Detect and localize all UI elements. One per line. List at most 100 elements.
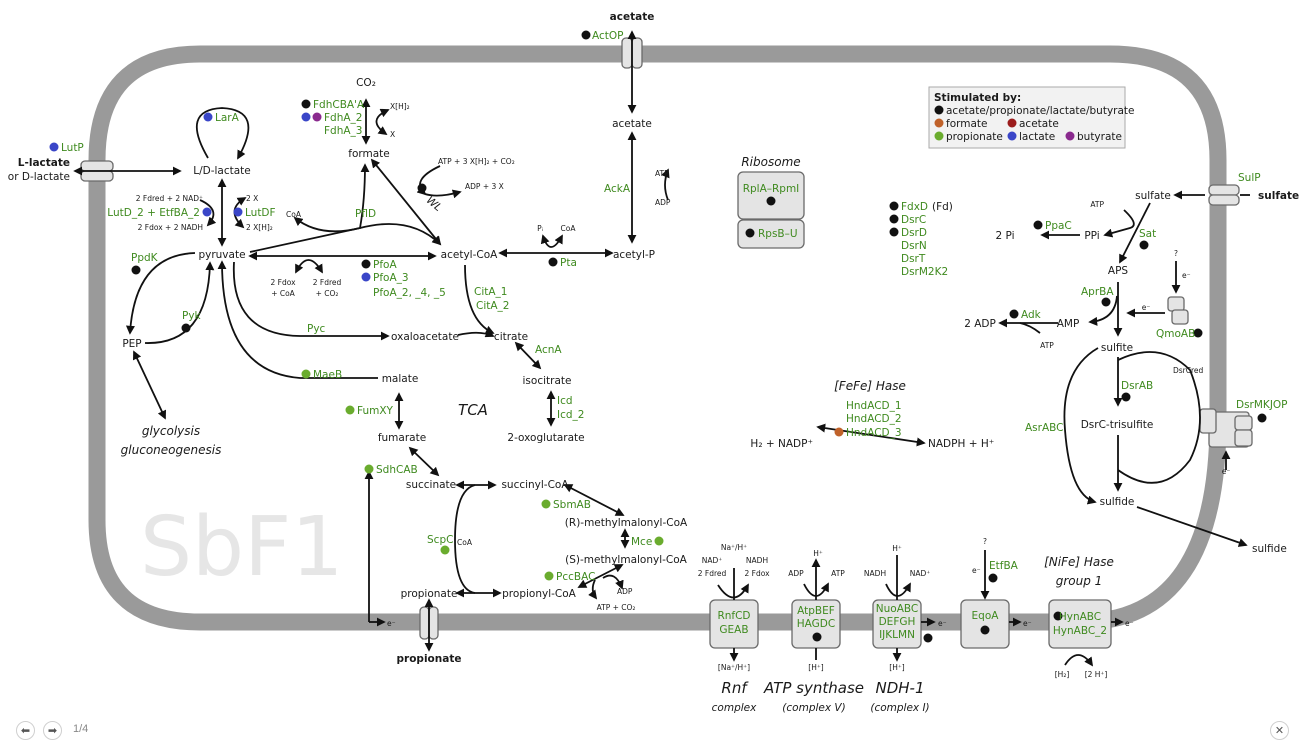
prev-page-button[interactable]: ⬅ [16, 721, 35, 740]
rnf-top-right-1: NADH [746, 556, 768, 565]
gene-ribo-large: RplA–RpmI [743, 183, 800, 195]
title-tca: TCA [458, 401, 488, 419]
rnf-subtitle: complex [712, 702, 757, 714]
external-acetate: acetate [610, 11, 655, 23]
rnf-top-left-2: 2 Fdred [698, 569, 727, 578]
atp-gene-2: HAGDC [797, 618, 835, 630]
legend-item-butyrate: butyrate [1077, 131, 1122, 143]
qmoab-complex [1167, 296, 1189, 325]
atp-subtitle: (complex V) [782, 702, 845, 714]
metabolite-acetyl-p: acetyl-P [613, 249, 655, 261]
gene-dsrn: DsrN [901, 240, 927, 252]
gene-lutdf: LutDF [245, 207, 276, 219]
metabolite-propionate: propionate [401, 588, 458, 600]
legend-item-formate: formate [946, 118, 988, 130]
metabolite-succinate: succinate [406, 479, 456, 491]
gene-sbmab: SbmAB [553, 499, 591, 511]
gene-fdh1: FdhCBA'A [313, 99, 365, 111]
metabolite-fumarate: fumarate [378, 432, 426, 444]
ndh-top-left: NADH [864, 569, 886, 578]
title-nife-group: group 1 [1056, 574, 1103, 588]
ndh-bottom: [H⁺] [889, 663, 905, 672]
gene-pfoa-rest: PfoA_2, _4, _5 [373, 287, 446, 299]
cofactor-lut-right-bottom: 2 X[H]₂ [246, 223, 273, 232]
atp-top-left: ADP [788, 569, 804, 578]
title-gluconeogenesis: gluconeogenesis [121, 443, 222, 457]
cofactor-coa-pfl: CoA [286, 210, 302, 219]
metabolite-2-oxoglutarate: 2-oxoglutarate [507, 432, 584, 444]
ribosome [737, 171, 805, 249]
ndh-subtitle: (complex I) [870, 702, 929, 714]
metabolite-succinyl-coa: succinyl-CoA [501, 479, 569, 491]
cofactor-lut-left-bottom: 2 Fdox + 2 NADH [138, 223, 203, 232]
gene-dsrt: DsrT [901, 253, 926, 265]
gene-cita1: CitA_1 [474, 286, 507, 298]
legend-dots [934, 105, 1075, 141]
gene-maeb: MaeB [313, 369, 342, 381]
metabolite-dsrc-trisulfite: DsrC-trisulfite [1081, 419, 1154, 431]
cofactor-question-eqo: ? [983, 537, 987, 546]
gene-scpc: ScpC [427, 534, 453, 546]
title-glycolysis: glycolysis [142, 424, 200, 438]
metabolite-sulfate: sulfate [1135, 190, 1171, 202]
arrow-left-icon: ⬅ [20, 724, 31, 737]
gene-pccbac: PccBAC [556, 571, 595, 583]
ndh-top-right: NAD⁺ [910, 569, 931, 578]
cofactor-atp-co2: ATP + CO₂ [597, 603, 636, 612]
legend-item-lactate: lactate [1019, 131, 1055, 143]
gene-fdh3: FdhA_3 [324, 125, 362, 137]
external-sulfate: sulfate [1258, 190, 1299, 202]
metabolite-ppi: PPi [1084, 230, 1099, 242]
page-counter: 1/4 [73, 723, 89, 735]
metabolite-pep: PEP [122, 338, 141, 350]
gene-dsrc: DsrC [901, 214, 926, 226]
gene-acka: AckA [604, 183, 631, 195]
metabolite-s-methylmalonyl-coa: (S)-methylmalonyl-CoA [565, 554, 688, 566]
cofactor-e-ndh: e⁻ [938, 619, 947, 628]
gene-dsrd: DsrD [901, 227, 927, 239]
metabolite-sulfide: sulfide [1100, 496, 1135, 508]
sulp-transporter [1208, 184, 1240, 206]
rnf-gene-1: RnfCD [717, 610, 750, 622]
gene-ppac: PpaC [1045, 220, 1072, 232]
cofactor-e-eqo: e⁻ [972, 566, 981, 575]
close-button[interactable]: ✕ [1270, 721, 1289, 740]
gene-pfoa: PfoA [373, 259, 397, 271]
gene-adk: Adk [1021, 309, 1042, 321]
cofactor-e-eqo-out: e⁻ [1023, 619, 1032, 628]
title-ribosome: Ribosome [741, 155, 800, 169]
rnf-top-right-2: 2 Fdox [744, 569, 770, 578]
cofactor-e-qmo: e⁻ [1142, 303, 1151, 312]
metabolite-oxaloacetate: oxaloacetate [391, 331, 459, 343]
cofactor-e-dsrmk: e⁻ [1222, 467, 1231, 476]
close-icon: ✕ [1274, 724, 1285, 737]
cofactor-atp-adk: ATP [1040, 341, 1054, 350]
rnf-top-center: Na⁺/H⁺ [721, 543, 747, 552]
cofactor-dsrc-red: DsrCred [1173, 366, 1204, 375]
gene-mce: Mce [631, 536, 652, 548]
gene-acna: AcnA [535, 344, 562, 356]
eqoa-box [960, 599, 1010, 649]
metabolite-2-pi: 2 Pi [995, 230, 1014, 242]
pathway-arrows [73, 30, 1250, 667]
cofactor-pfo-right-2: + CO₂ [316, 289, 339, 298]
external-d-lactate: or D-lactate [8, 171, 70, 183]
metabolite-acetate: acetate [612, 118, 652, 130]
gene-cita2: CitA_2 [476, 300, 509, 312]
stimulation-dots [49, 30, 1267, 643]
gene-fdxd-suffix: (Fd) [932, 201, 953, 213]
organism-watermark: SbF1 [140, 500, 343, 595]
gene-actop: ActOP [592, 30, 624, 42]
gene-fdh2: FdhA_2 [324, 112, 362, 124]
dsrmkjop-complex [1199, 408, 1253, 448]
metabolite-r-methylmalonyl-coa: (R)-methylmalonyl-CoA [565, 517, 688, 529]
gene-etfba: EtfBA [989, 560, 1019, 572]
metabolite-h2-nadp: H₂ + NADP⁺ [750, 438, 813, 450]
gene-lara: LarA [215, 112, 240, 124]
gene-qmoab: QmoAB [1156, 328, 1195, 340]
legend-item-propionate: propionate [946, 131, 1003, 143]
ndh-gene-1: NuoABC [876, 603, 918, 615]
next-page-button[interactable]: ➡ [43, 721, 62, 740]
metabolite-aps: APS [1108, 265, 1129, 277]
